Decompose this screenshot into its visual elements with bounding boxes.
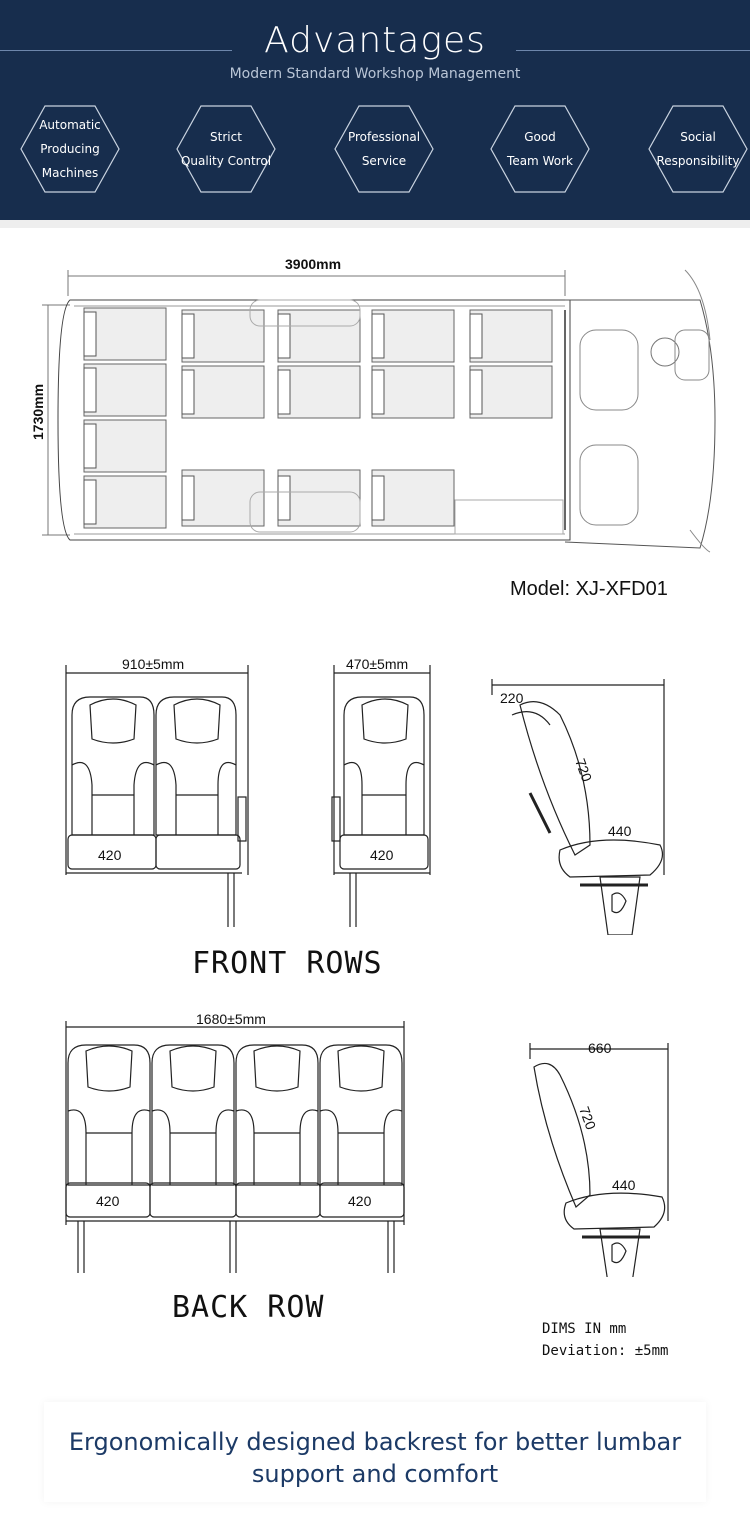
side-seat-label: 440 xyxy=(608,823,632,839)
feature-line: Team Work xyxy=(507,154,573,168)
side-top-label: 660 xyxy=(588,1040,612,1056)
cushion-depth-label: 420 xyxy=(348,1193,372,1209)
bus-length-label: 3900mm xyxy=(285,256,342,272)
slogan-line: Ergonomically designed backrest for bett… xyxy=(68,1428,682,1456)
hexagon-icon xyxy=(176,105,276,193)
back-row-heading: BACK ROW xyxy=(172,1290,325,1325)
feature-line: Good xyxy=(524,130,556,144)
section-divider xyxy=(0,220,750,228)
side-seat-label: 440 xyxy=(612,1177,636,1193)
feature-line: Strict xyxy=(210,130,242,144)
bench-width-label: 1680±5mm xyxy=(196,1011,266,1027)
cushion-depth-label: 420 xyxy=(370,847,394,863)
feature-line: Responsibility xyxy=(656,154,740,168)
bus-floor-plan xyxy=(42,269,716,553)
feature-line: Producing xyxy=(40,142,100,156)
feature-line: Machines xyxy=(41,166,99,180)
cushion-depth-label: 420 xyxy=(98,847,122,863)
front-rows-drawing xyxy=(65,665,665,935)
header-rule-right xyxy=(516,50,750,51)
feature-line: Quality Control xyxy=(180,154,272,168)
model-label: Model: XJ-XFD01 xyxy=(510,578,668,600)
bus-width-label: 1730mm xyxy=(30,383,46,440)
hexagon-icon xyxy=(648,105,748,193)
double-seat-width-label: 910±5mm xyxy=(122,656,185,672)
banner-subtitle: Modern Standard Workshop Management xyxy=(229,66,521,82)
feature-line: Automatic xyxy=(39,118,101,132)
header-rule-left xyxy=(0,50,232,51)
hexagon-icon xyxy=(490,105,590,193)
slogan-panel: Ergonomically designed backrest for bett… xyxy=(44,1402,706,1502)
deviation-note: Deviation: ±5mm xyxy=(542,1343,669,1359)
slogan-line: support and comfort xyxy=(251,1460,499,1488)
side-top-label: 220 xyxy=(500,690,524,706)
units-note: DIMS IN mm xyxy=(542,1321,627,1337)
front-rows-heading: FRONT ROWS xyxy=(192,946,383,981)
single-seat-width-label: 470±5mm xyxy=(346,656,409,672)
dimension-notes: DIMS IN mm Deviation: ±5mm xyxy=(542,1318,668,1362)
back-row-drawing xyxy=(65,1021,669,1277)
banner-title: Advantages xyxy=(264,20,486,61)
hexagon-icon xyxy=(20,105,120,193)
advantages-banner: Advantages Modern Standard Workshop Mana… xyxy=(0,0,750,220)
cushion-depth-label: 420 xyxy=(96,1193,120,1209)
hexagon-icon xyxy=(334,105,434,193)
feature-line: Service xyxy=(361,154,407,168)
feature-line: Professional xyxy=(347,130,421,144)
feature-line: Social xyxy=(680,130,716,144)
